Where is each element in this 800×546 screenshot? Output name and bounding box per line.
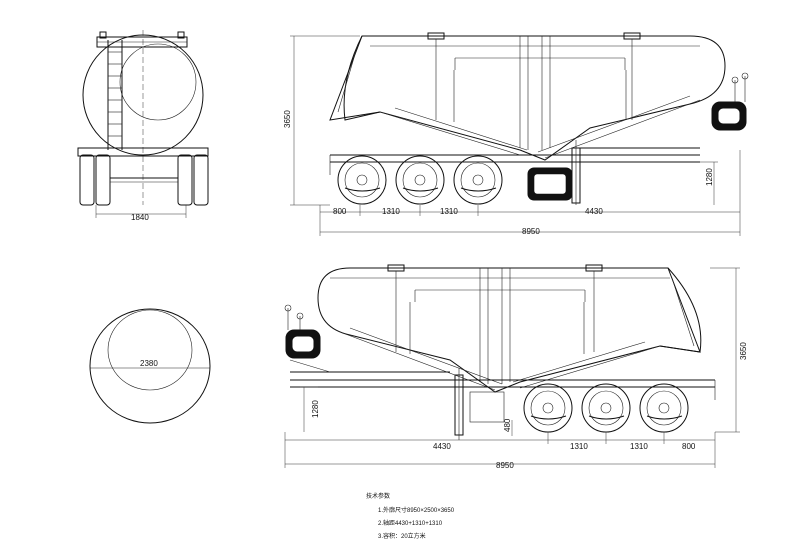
rear-overhang-label-bottom: 800 — [682, 442, 696, 451]
kingpin-to-axle-label-top: 4430 — [585, 207, 603, 216]
wheel-3 — [453, 155, 503, 205]
leg-dim-label-bottom: 480 — [503, 418, 512, 432]
side-view-top: 3650 1280 800 1310 1310 4430 8950 — [283, 32, 749, 236]
wheel-2 — [395, 155, 445, 205]
wheel-5 — [581, 383, 631, 433]
ladder — [107, 40, 123, 150]
technical-notes: 技术参数 1.外廓尺寸8950×2500×3650 2.轴距4430+1310+… — [366, 492, 455, 540]
wheel-1 — [337, 155, 387, 205]
rear-end-view: 2380 — [89, 308, 211, 424]
kingpin-to-axle-label-bottom: 4430 — [433, 442, 451, 451]
notes-line-1: 1.外廓尺寸8950×2500×3650 — [378, 506, 455, 514]
wheel-4 — [523, 383, 573, 433]
wheel-6 — [639, 383, 689, 433]
overall-length-label-bottom: 8950 — [496, 461, 514, 470]
notes-line-3: 3.容积：20立方米 — [378, 532, 426, 540]
front-overhang-label-top: 800 — [333, 207, 347, 216]
axle-spacing-2-label-top: 1310 — [440, 207, 458, 216]
front-end-view: 1840 — [77, 30, 209, 222]
hitch-height-label-bottom: 1280 — [311, 400, 320, 418]
height-label-top: 3650 — [283, 110, 292, 128]
axle-spacing-2-label-bottom: 1310 — [630, 442, 648, 451]
notes-title: 技术参数 — [366, 492, 390, 500]
track-width-label: 1840 — [131, 213, 149, 222]
axle-spacing-1-label-bottom: 1310 — [570, 442, 588, 451]
tank-width-label: 2380 — [140, 359, 158, 368]
hitch-height-label-top: 1280 — [705, 168, 714, 186]
axle-spacing-1-label-top: 1310 — [382, 207, 400, 216]
height-label-bottom: 3650 — [739, 342, 748, 360]
overall-length-label-top: 8950 — [522, 227, 540, 236]
side-view-bottom: 3650 1280 480 4430 1310 1310 800 8950 — [284, 264, 748, 470]
notes-line-2: 2.轴距4430+1310+1310 — [378, 519, 443, 527]
